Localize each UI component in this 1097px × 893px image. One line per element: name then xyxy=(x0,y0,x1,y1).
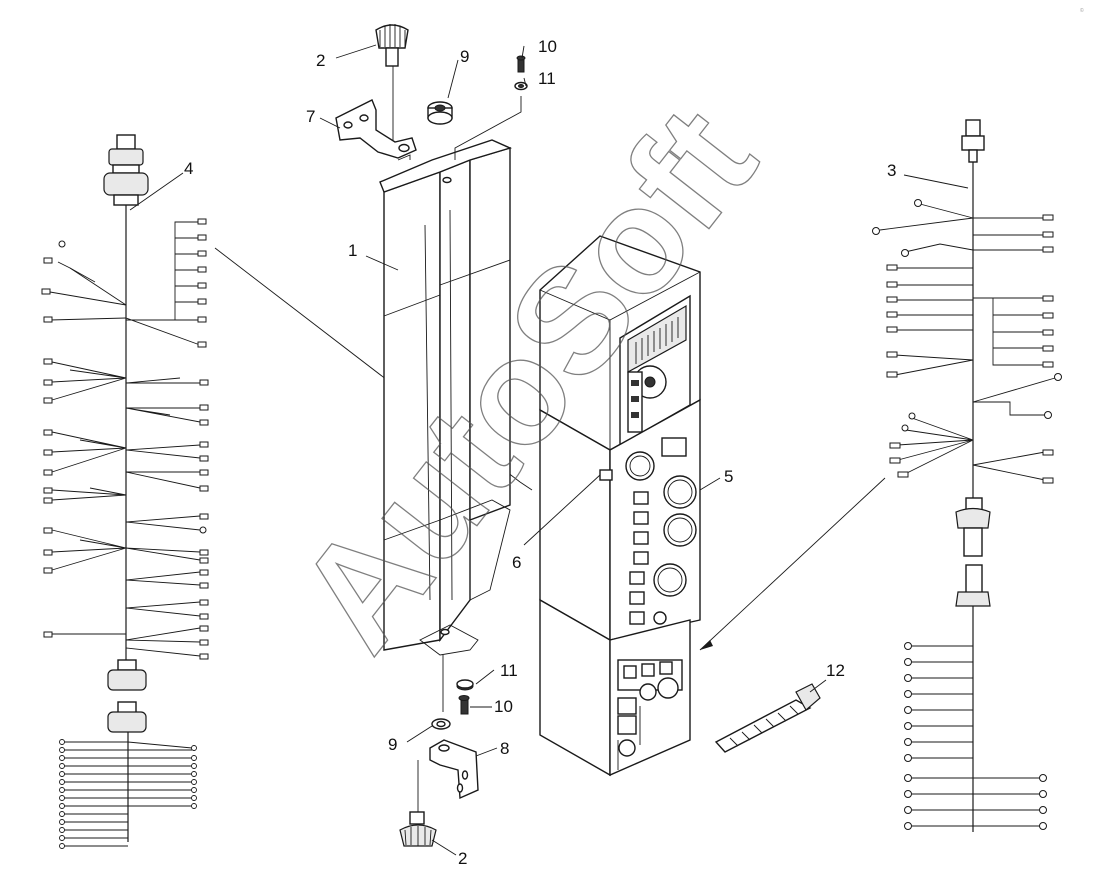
callout-8: 8 xyxy=(500,739,509,758)
instrument-panel xyxy=(539,235,701,777)
callout-5: 5 xyxy=(724,467,733,486)
top-hardware xyxy=(335,24,528,161)
callout-1: 1 xyxy=(348,241,357,260)
wiring-harness-right xyxy=(872,119,1062,832)
callout-2-top: 2 xyxy=(316,51,325,70)
leader-harness-3-to-panel xyxy=(699,477,886,651)
callout-2-bottom: 2 xyxy=(458,849,467,868)
callout-10-top: 10 xyxy=(538,37,557,56)
callout-labels: 2 9 10 11 7 1 4 3 5 6 11 10 9 8 2 12 xyxy=(184,37,896,868)
wiring-harness-left xyxy=(41,134,209,849)
watermark-text: AutoSoft xyxy=(265,77,787,679)
callout-leaders xyxy=(129,44,969,856)
callout-9-top: 9 xyxy=(460,47,469,66)
callout-7: 7 xyxy=(306,107,315,126)
callout-6: 6 xyxy=(512,553,521,572)
callout-10-bottom: 10 xyxy=(494,697,513,716)
callout-12: 12 xyxy=(826,661,845,680)
callout-3: 3 xyxy=(887,161,896,180)
clip-part-6 xyxy=(599,469,613,481)
bottom-hardware xyxy=(399,655,479,847)
callout-11-bottom: 11 xyxy=(500,661,518,680)
callout-4: 4 xyxy=(184,159,193,178)
cable-strap xyxy=(714,683,821,753)
corner-mark: © xyxy=(1080,7,1084,14)
callout-9-bottom: 9 xyxy=(388,735,397,754)
callout-11-top: 11 xyxy=(538,69,556,88)
column-cover xyxy=(379,139,513,656)
